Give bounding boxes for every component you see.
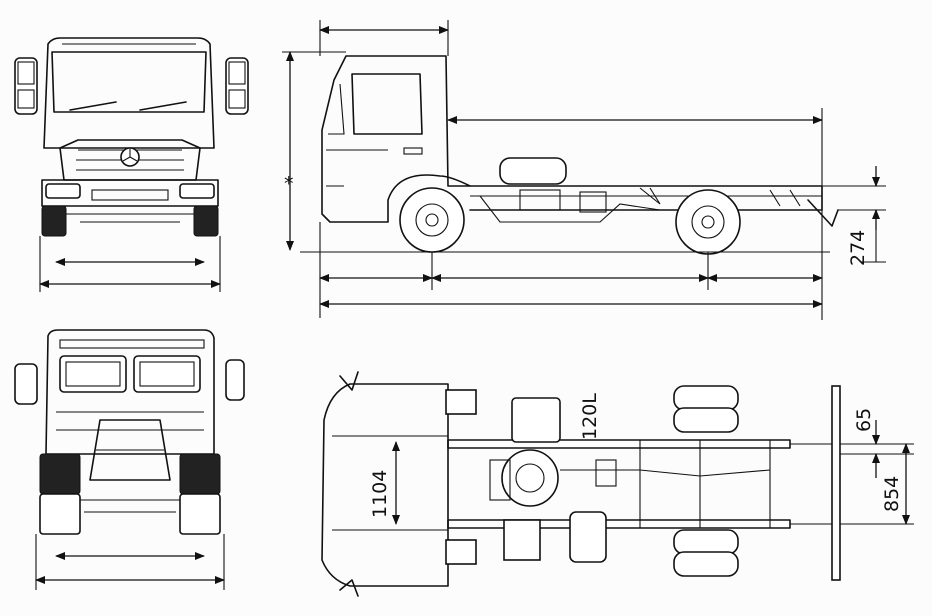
overhang-height-label: 274 [847,230,869,266]
rear-view [14,329,245,590]
side-view: * 274 [282,20,886,320]
top-view: 1104 120L 65 854 [321,371,914,597]
frame-width-label: 1104 [369,470,391,518]
front-view [14,37,249,292]
offset-label: 65 [853,408,875,432]
outer-width-label: 854 [881,476,903,512]
tank-label: 120L [579,393,601,440]
height-note: * [284,173,294,195]
